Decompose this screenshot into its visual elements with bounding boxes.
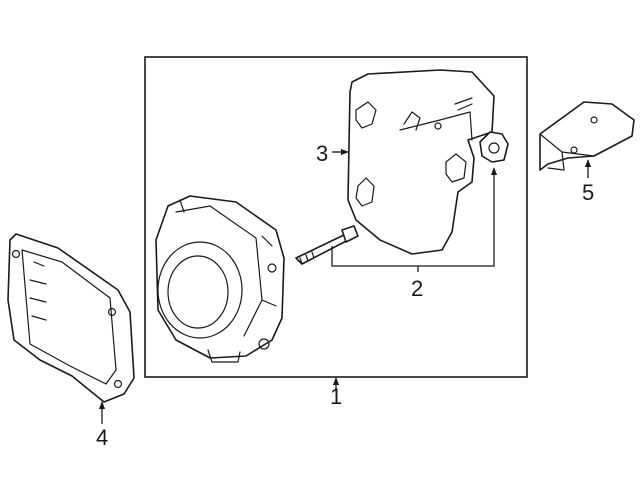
callout-3: 3 (316, 141, 328, 166)
leader-2 (331, 167, 498, 267)
bolt-part (295, 225, 359, 265)
callout-1: 1 (330, 384, 342, 409)
small-bracket-part (539, 101, 635, 171)
bracket-part (347, 69, 495, 255)
sensor-module-part (155, 195, 285, 363)
callout-2: 2 (411, 276, 423, 301)
assembly-box (144, 56, 528, 378)
callout-4: 4 (96, 425, 108, 450)
cover-part (7, 233, 135, 403)
nut-part (479, 131, 509, 163)
callout-5: 5 (582, 180, 594, 205)
